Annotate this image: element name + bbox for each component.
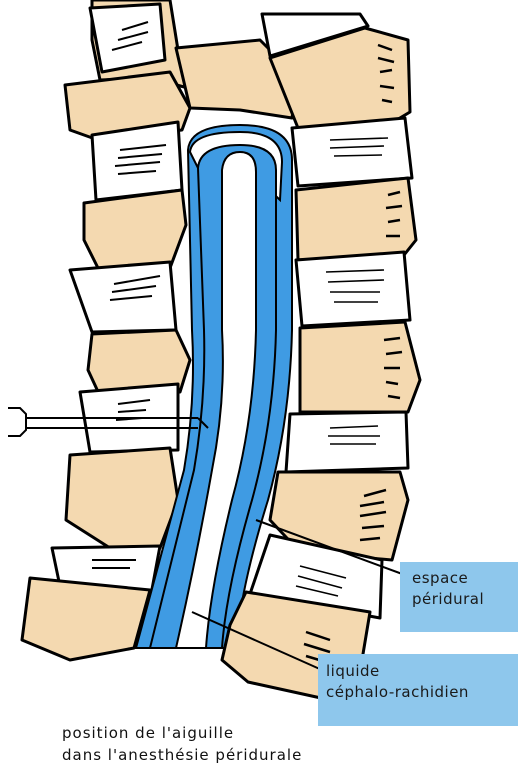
caption-line-2: dans l'anesthésie péridurale: [62, 744, 302, 766]
posterior-disc-3: [70, 262, 176, 332]
epidural-label-line-1: espace: [412, 568, 518, 589]
anterior-disc-2: [292, 118, 412, 186]
csf-label-line-2: céphalo-rachidien: [326, 682, 518, 703]
figure-caption: position de l'aiguille dans l'anesthésie…: [62, 722, 302, 766]
posterior-bone-4: [66, 448, 178, 548]
anterior-bone-2: [296, 178, 416, 260]
csf-label: liquide céphalo-rachidien: [318, 654, 518, 726]
caption-line-1: position de l'aiguille: [62, 722, 302, 744]
posterior-disc-2: [92, 122, 182, 200]
anterior-disc-3: [296, 252, 410, 326]
anterior-disc-4: [286, 412, 408, 472]
needle-hub: [8, 408, 26, 436]
csf-label-line-1: liquide: [326, 661, 518, 682]
anterior-bone-3: [300, 322, 420, 412]
posterior-bone-2: [84, 190, 186, 268]
epidural-space-label: espace péridural: [400, 562, 518, 632]
posterior-bone-5: [22, 578, 150, 660]
epidural-label-line-2: péridural: [412, 589, 518, 610]
